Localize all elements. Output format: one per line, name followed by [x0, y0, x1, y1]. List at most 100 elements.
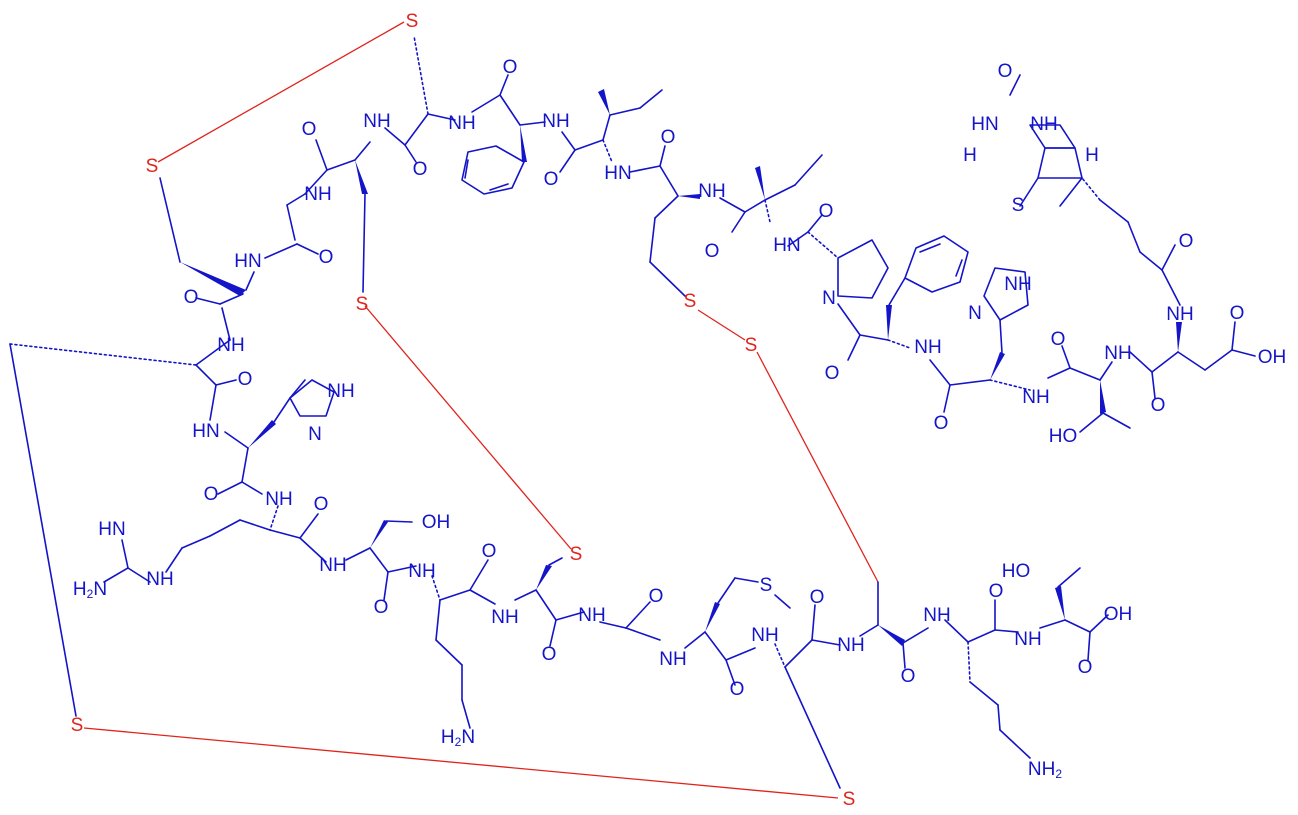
oxygen-atom: O [503, 57, 518, 78]
sulfur-atom: S [146, 156, 159, 177]
disulfide-bond-4 [756, 351, 879, 583]
covalent-bond [431, 575, 441, 601]
stereo-wedge-bond [755, 166, 765, 200]
covalent-bond [1204, 349, 1233, 371]
covalent-bond [1061, 345, 1071, 369]
covalent-bond [103, 567, 129, 583]
covalent-bond [744, 199, 766, 213]
covalent-bond [369, 547, 389, 573]
amide-nh-atom: NH [1166, 304, 1193, 325]
stereo-wedge-bond [248, 420, 276, 448]
amide-nh-atom: NH [319, 555, 346, 576]
stereo-wedge-bond [520, 125, 527, 162]
covalent-bond [383, 571, 389, 601]
covalent-bond [837, 239, 889, 299]
covalent-bond [264, 243, 298, 259]
amide-nh-atom: NH [491, 607, 518, 628]
amide-nh-atom: NH [363, 111, 390, 132]
covalent-bond [807, 214, 823, 233]
covalent-bond [969, 681, 999, 706]
covalent-bond [239, 519, 271, 531]
stereo-wedge-bond [1100, 380, 1106, 414]
oxygen-atom: O [374, 597, 389, 618]
covalent-bond [1081, 177, 1101, 201]
oxygen-atom: O [730, 679, 745, 700]
covalent-bond [299, 537, 327, 563]
covalent-bond [404, 113, 429, 146]
amide-hn-atom: HN [773, 235, 800, 256]
covalent-bond [983, 267, 1029, 321]
oxygen-atom: O [989, 581, 1004, 602]
covalent-bond [859, 624, 879, 637]
covalent-bond [519, 121, 546, 126]
covalent-bond [784, 639, 813, 668]
oxygen-atom: O [413, 159, 428, 180]
covalent-bond [286, 204, 296, 241]
covalent-bond [535, 589, 557, 621]
covalent-bond [464, 159, 469, 179]
sulfur-atom: S [684, 291, 697, 312]
covalent-bond [949, 379, 991, 386]
oxygen-atom: O [204, 484, 219, 505]
stereo-wedge-bond [886, 305, 892, 340]
covalent-bond [1139, 251, 1163, 271]
covalent-bond [574, 139, 604, 151]
covalent-bond [944, 619, 969, 643]
covalent-bonds [9, 35, 1256, 789]
covalent-bond [181, 535, 211, 549]
covalent-bond [384, 127, 406, 146]
covalent-bond [159, 177, 181, 263]
covalent-bond [1129, 351, 1153, 373]
covalent-bond [499, 74, 509, 96]
covalent-bond [902, 627, 929, 644]
covalent-bond [362, 193, 366, 293]
amide-nh-atom: NH [751, 625, 778, 646]
covalent-bond [1231, 349, 1256, 357]
covalent-bond [731, 211, 746, 233]
covalent-bond [1029, 124, 1076, 149]
covalent-bond [413, 35, 429, 115]
covalent-bond [1039, 619, 1066, 629]
covalent-bond [427, 113, 456, 121]
stereo-wedge-bond [355, 160, 368, 194]
covalent-bond [1079, 412, 1104, 433]
nitrogen-atom: NH [1030, 114, 1057, 135]
hydroxyl-atom: OH [422, 512, 451, 533]
covalent-bond [999, 319, 1003, 354]
covalent-bond [609, 107, 641, 116]
covalent-bond [649, 261, 686, 297]
disulfide-bond-5 [83, 727, 839, 799]
sulfur-atom: S [71, 715, 84, 736]
covalent-bond [286, 193, 306, 206]
covalent-bond [629, 165, 661, 173]
hydroxyl-atom: HO [1002, 561, 1031, 582]
oxygen-atom: O [819, 201, 834, 222]
covalent-bond [734, 577, 759, 583]
covalent-bond [304, 169, 328, 195]
amide-nh-atom: NH [146, 569, 173, 590]
disulfide-bond-2 [364, 305, 572, 550]
covalent-bond [435, 599, 441, 641]
amide-nh-atom: NH [659, 649, 686, 670]
covalent-bond [9, 343, 197, 366]
covalent-bond [929, 359, 951, 386]
amide-nh-atom: NH [448, 113, 475, 134]
covalent-bond [209, 384, 217, 421]
sulfur-atom: S [745, 335, 758, 356]
covalent-bond [904, 235, 969, 293]
covalent-bond [725, 647, 756, 661]
covalent-bond [514, 589, 537, 601]
covalent-bond [469, 589, 496, 605]
covalent-bond [764, 184, 796, 201]
stereo-wedge-bond [878, 625, 905, 646]
covalent-bond [837, 303, 861, 336]
covalent-bond [241, 447, 249, 483]
covalent-bond [1009, 74, 1021, 96]
amide-nh-atom: NH [408, 561, 435, 582]
covalent-bond [659, 145, 666, 167]
covalent-bond [326, 159, 356, 171]
covalent-bond [269, 505, 279, 531]
covalent-bond [967, 629, 996, 643]
covalent-bond [919, 243, 941, 253]
covalent-bond [943, 384, 951, 413]
